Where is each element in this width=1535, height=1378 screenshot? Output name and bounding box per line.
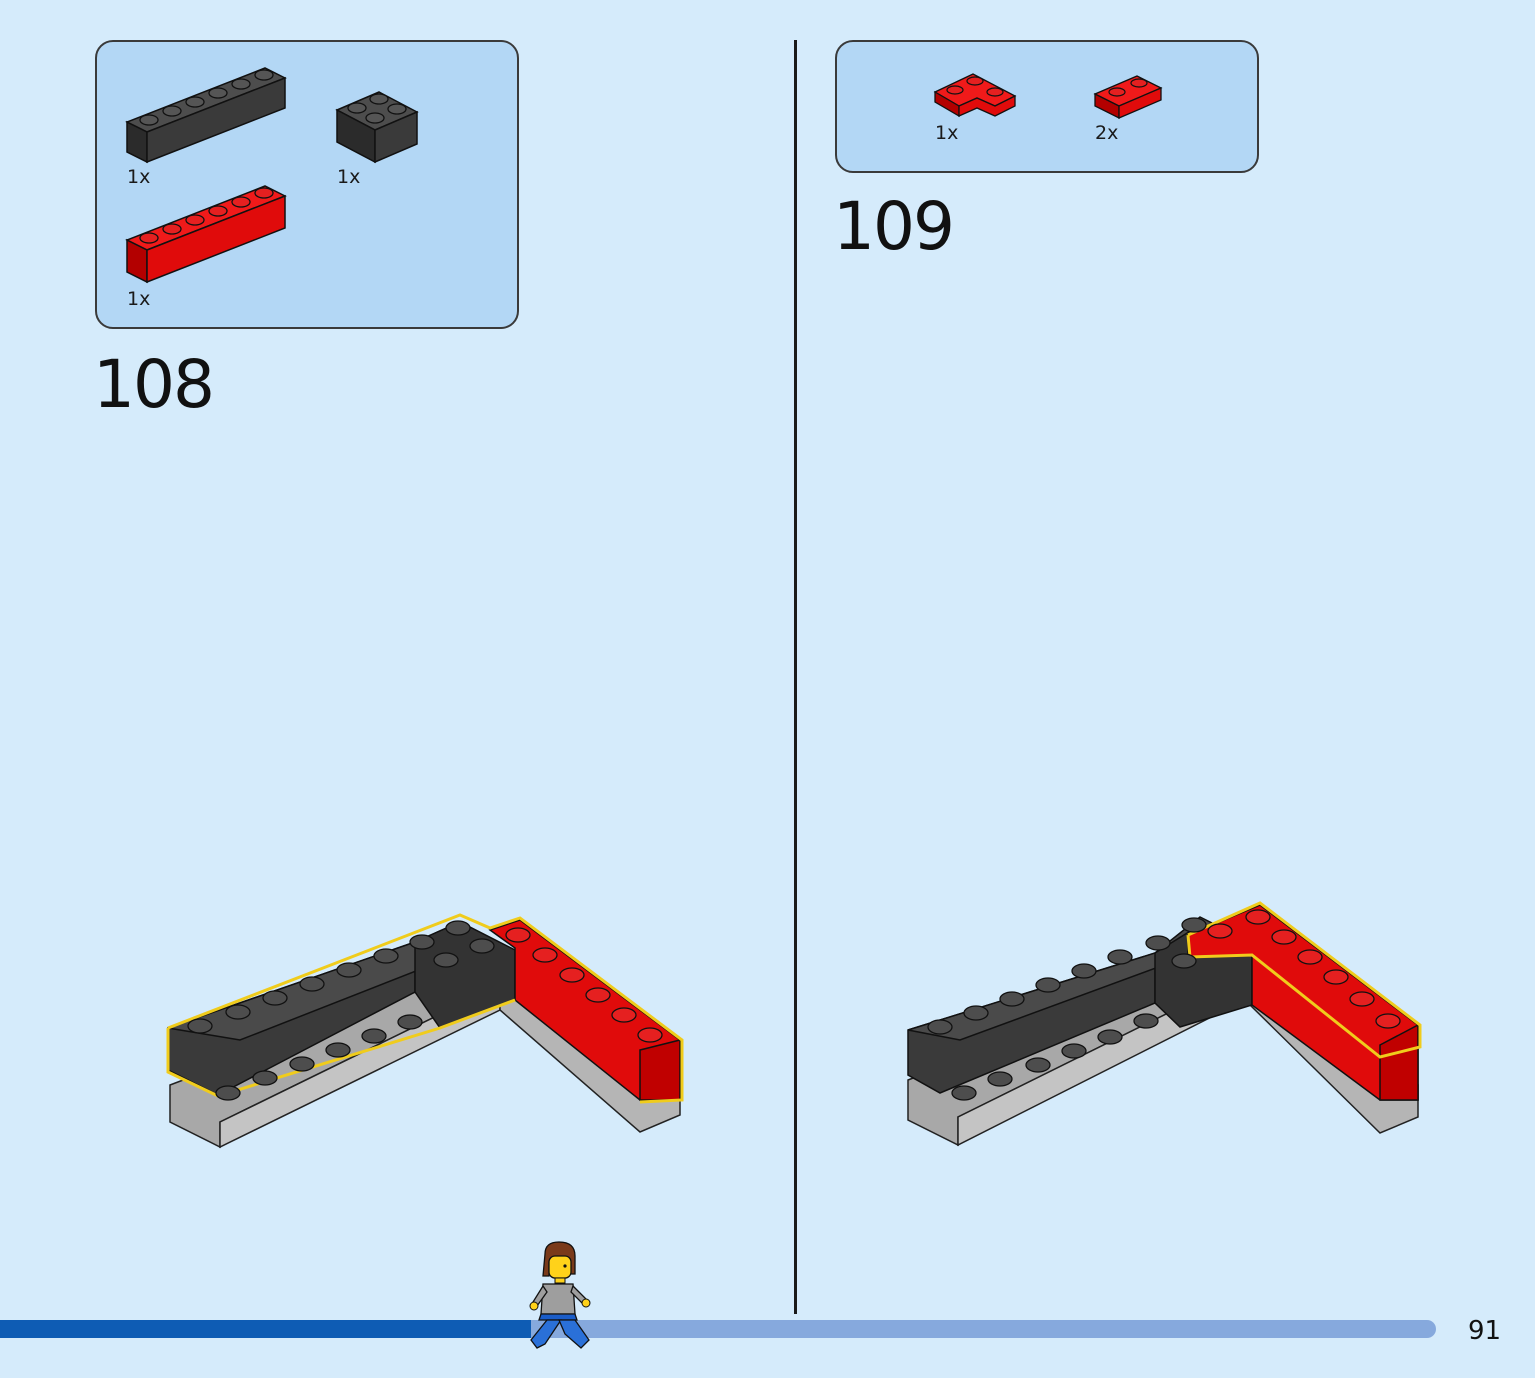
red-plate-1x2-icon	[1093, 74, 1163, 122]
part-qty: 1x	[127, 288, 151, 310]
step-number: 109	[833, 188, 955, 265]
page-number: 91	[1468, 1316, 1502, 1346]
part-qty: 1x	[935, 122, 959, 144]
build-progress-bar	[0, 1320, 1436, 1338]
part-qty: 1x	[337, 166, 361, 188]
red-plate-corner-icon	[933, 70, 1019, 122]
build-progress-fill	[0, 1320, 532, 1338]
step-number: 108	[93, 346, 215, 423]
step-109-model-illustration	[900, 895, 1430, 1154]
parts-callout-step-109: 1x 2x	[835, 40, 1259, 173]
parts-callout-step-108: 1x 1x	[95, 40, 519, 329]
red-brick-1x6-icon	[125, 184, 287, 284]
black-brick-1x6-icon	[125, 64, 287, 164]
black-brick-2x2-icon	[335, 88, 419, 166]
step-108-model-illustration	[160, 900, 690, 1159]
page-divider	[794, 40, 797, 1314]
part-qty: 2x	[1095, 122, 1119, 144]
part-qty: 1x	[127, 166, 151, 188]
minifigure-progress-marker-icon	[525, 1240, 595, 1360]
